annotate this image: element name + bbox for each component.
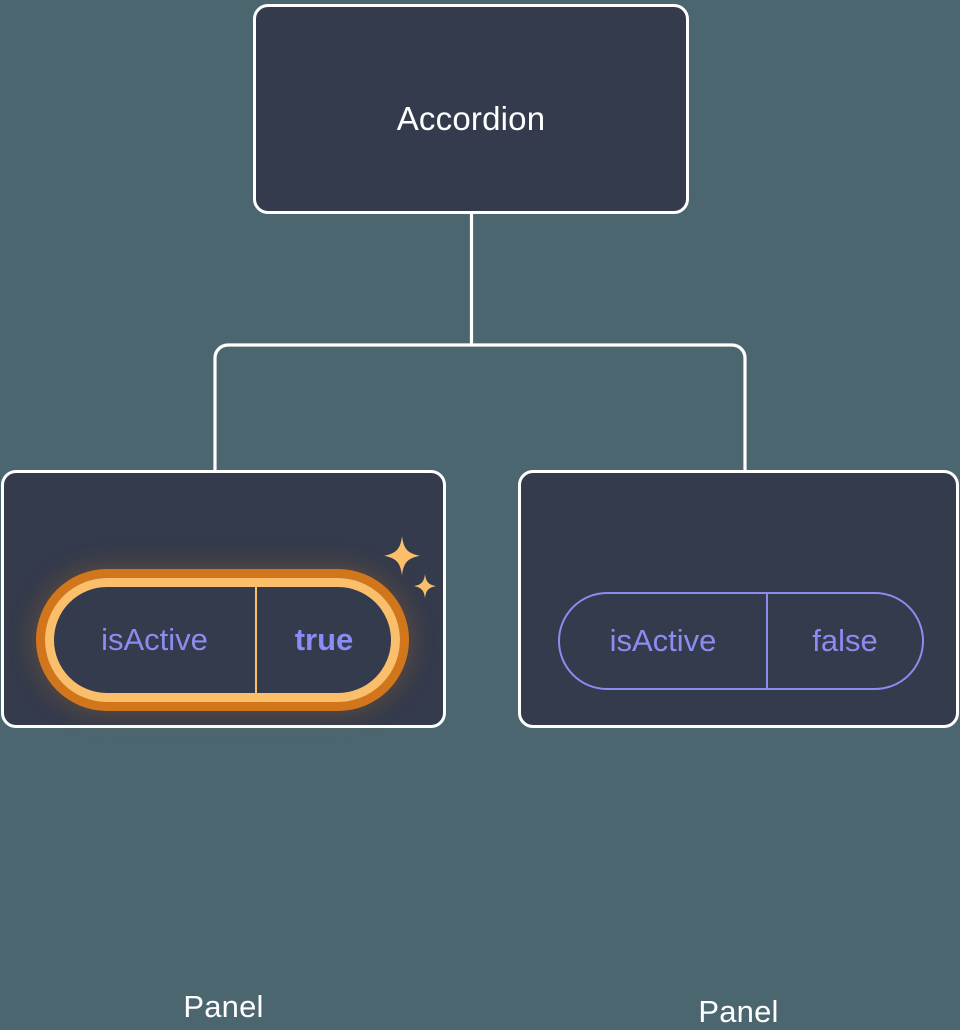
edge-to-panel-0 (213, 343, 472, 470)
node-accordion-label: Accordion (396, 100, 546, 137)
prop-pill-isactive-false[interactable]: isActive false (558, 592, 924, 690)
prop-pill-isactive-true[interactable]: isActive true (45, 578, 400, 702)
prop-key-label: isActive (560, 594, 768, 688)
prop-value-label: false (812, 623, 878, 658)
prop-key-label: isActive (54, 587, 257, 693)
node-panel-0-label: Panel (183, 989, 264, 1024)
component-tree-canvas: Accordion Panel isActive true Panel isAc… (1, 4, 959, 1029)
node-panel-1-label: Panel (698, 994, 779, 1029)
node-accordion[interactable]: Accordion (253, 4, 689, 214)
prop-value-label: true (294, 622, 354, 657)
edge-to-panel-1 (471, 343, 747, 470)
